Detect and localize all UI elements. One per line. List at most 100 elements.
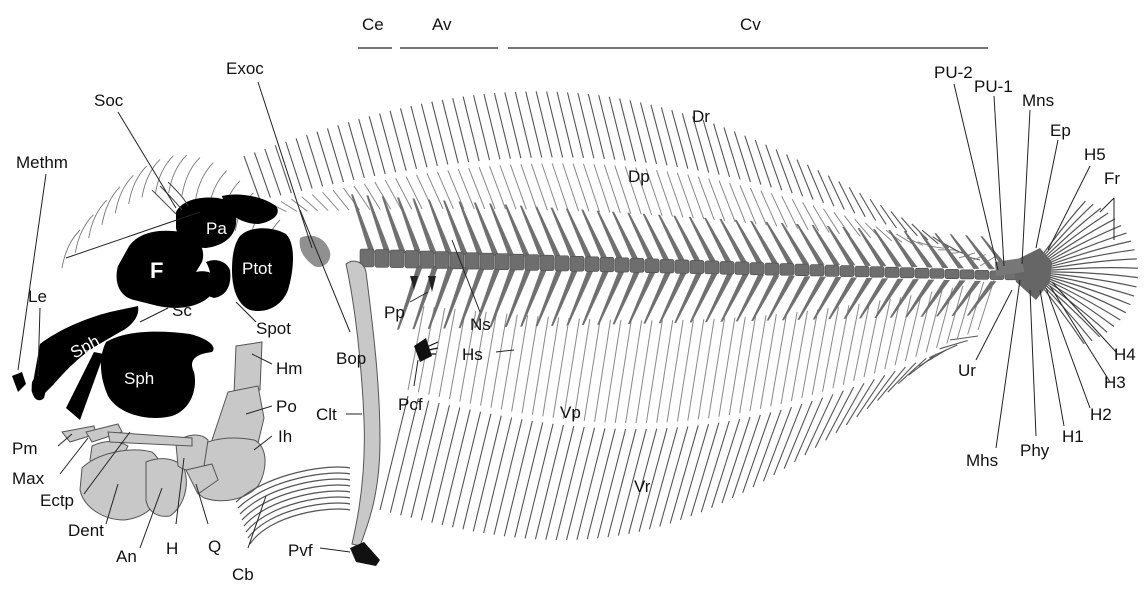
label-phy: Phy (1020, 441, 1050, 460)
pelvic-fin-shape (350, 542, 380, 566)
ventral-pterygiophore (874, 299, 890, 374)
head-ray (129, 166, 147, 204)
label-ih: Ih (278, 427, 292, 446)
vertebra (780, 264, 794, 276)
ventral-pterygiophore (791, 311, 807, 401)
vertebra (900, 268, 914, 278)
dorsal-ray (870, 199, 886, 224)
ventral-pterygiophore (522, 316, 538, 413)
dorsal-pterygiophore (604, 165, 620, 213)
label-spot: Spot (256, 319, 291, 338)
label-ectp: Ectp (40, 491, 74, 510)
ventral-pterygiophore (823, 307, 839, 392)
label-dr: Dr (692, 107, 710, 126)
dorsal-ray (787, 154, 803, 196)
vertebra (825, 265, 839, 276)
vertebra (495, 254, 509, 270)
vertebra (510, 254, 524, 270)
vertebra (435, 252, 449, 269)
dorsal-pterygiophore (510, 165, 526, 210)
leader-mns (1022, 110, 1030, 264)
label-hs: Hs (462, 345, 483, 364)
label-max: Max (12, 469, 45, 488)
dorsal-pterygiophore (719, 181, 735, 222)
leader-methm (18, 174, 46, 370)
dorsal-pterygiophore (667, 171, 683, 217)
dorsal-pterygiophore (563, 163, 579, 211)
leader-pvf (320, 548, 350, 552)
dorsal-pterygiophore (698, 177, 714, 220)
leader-fr1 (1100, 198, 1114, 212)
ventral-ray (784, 401, 812, 469)
vertebra (630, 258, 644, 272)
dorsal-ray (588, 94, 604, 159)
ventral-ray (535, 425, 563, 539)
label-cb: Cb (232, 565, 254, 584)
label-pa: Pa (206, 219, 227, 238)
ventral-ray (484, 418, 512, 534)
dorsal-pterygiophore (573, 164, 589, 212)
vertebra (810, 265, 824, 276)
ventral-pterygiophore (657, 320, 673, 422)
region-ce-label: Ce (362, 15, 384, 34)
label-ep: Ep (1050, 121, 1071, 140)
label-dp: Dp (628, 167, 650, 186)
vertebra (735, 262, 749, 275)
leader-soc (118, 112, 176, 208)
dorsal-pterygiophore (782, 196, 798, 228)
soc-line-3 (168, 182, 188, 206)
ventral-pterygiophore (626, 320, 642, 423)
ventral-pterygiophore (719, 318, 735, 417)
vertebra (585, 257, 599, 272)
label-mns: Mns (1022, 91, 1054, 110)
label-bop: Bop (336, 349, 366, 368)
dorsal-ray (526, 91, 542, 157)
ventral-pterygiophore (512, 315, 528, 411)
pelvic-fin (350, 542, 380, 566)
vertebra (855, 266, 869, 277)
ventral-ray (888, 363, 916, 392)
label-methm: Methm (16, 153, 68, 172)
label-ur: Ur (958, 361, 976, 380)
ventral-pterygiophore (605, 320, 621, 422)
dorsal-ray (755, 140, 771, 187)
dorsal-ray (651, 105, 667, 166)
leader-bop (300, 210, 350, 332)
neural-spine (888, 230, 917, 267)
label-h3: H3 (1104, 373, 1126, 392)
vertebra (915, 268, 929, 278)
pleural-ribs (410, 276, 436, 292)
neural-spine (904, 231, 933, 267)
region-av-label: Av (432, 15, 452, 34)
label-pm: Pm (12, 439, 38, 458)
ventral-ray (504, 421, 532, 536)
ventral-pterygiophore (688, 319, 704, 420)
ventral-ray (805, 394, 833, 455)
label-soc: Soc (94, 91, 124, 110)
leader-pcf (414, 360, 418, 386)
ceratobranchial (248, 503, 350, 538)
dorsal-pterygiophore (552, 163, 568, 210)
label-pu2: PU-2 (934, 63, 973, 82)
dorsal-ray (724, 127, 740, 179)
leader-ur (976, 290, 1012, 360)
label-pp: Pp (384, 303, 405, 322)
label-dent: Dent (68, 521, 104, 540)
ventral-pterygiophore (698, 319, 714, 420)
label-pcf: Pcf (398, 395, 423, 414)
dorsal-ray (839, 181, 855, 213)
ventral-pterygiophore (802, 309, 818, 398)
ventral-pterygiophore (677, 320, 693, 422)
label-sph-lower: Sph (124, 369, 154, 388)
dorsal-ray (557, 92, 573, 158)
lower-sphenoid-bone (101, 332, 214, 418)
dorsal-ray (745, 136, 761, 185)
leader-ep (1036, 140, 1058, 248)
label-h: H (166, 539, 178, 558)
dorsal-pterygiophore (594, 164, 610, 212)
ceratobranchial (250, 509, 350, 544)
dorsal-pterygiophore (542, 164, 558, 211)
ventral-pterygiophore (729, 317, 745, 415)
dorsal-ray (536, 91, 552, 157)
ventral-ray (525, 424, 553, 539)
